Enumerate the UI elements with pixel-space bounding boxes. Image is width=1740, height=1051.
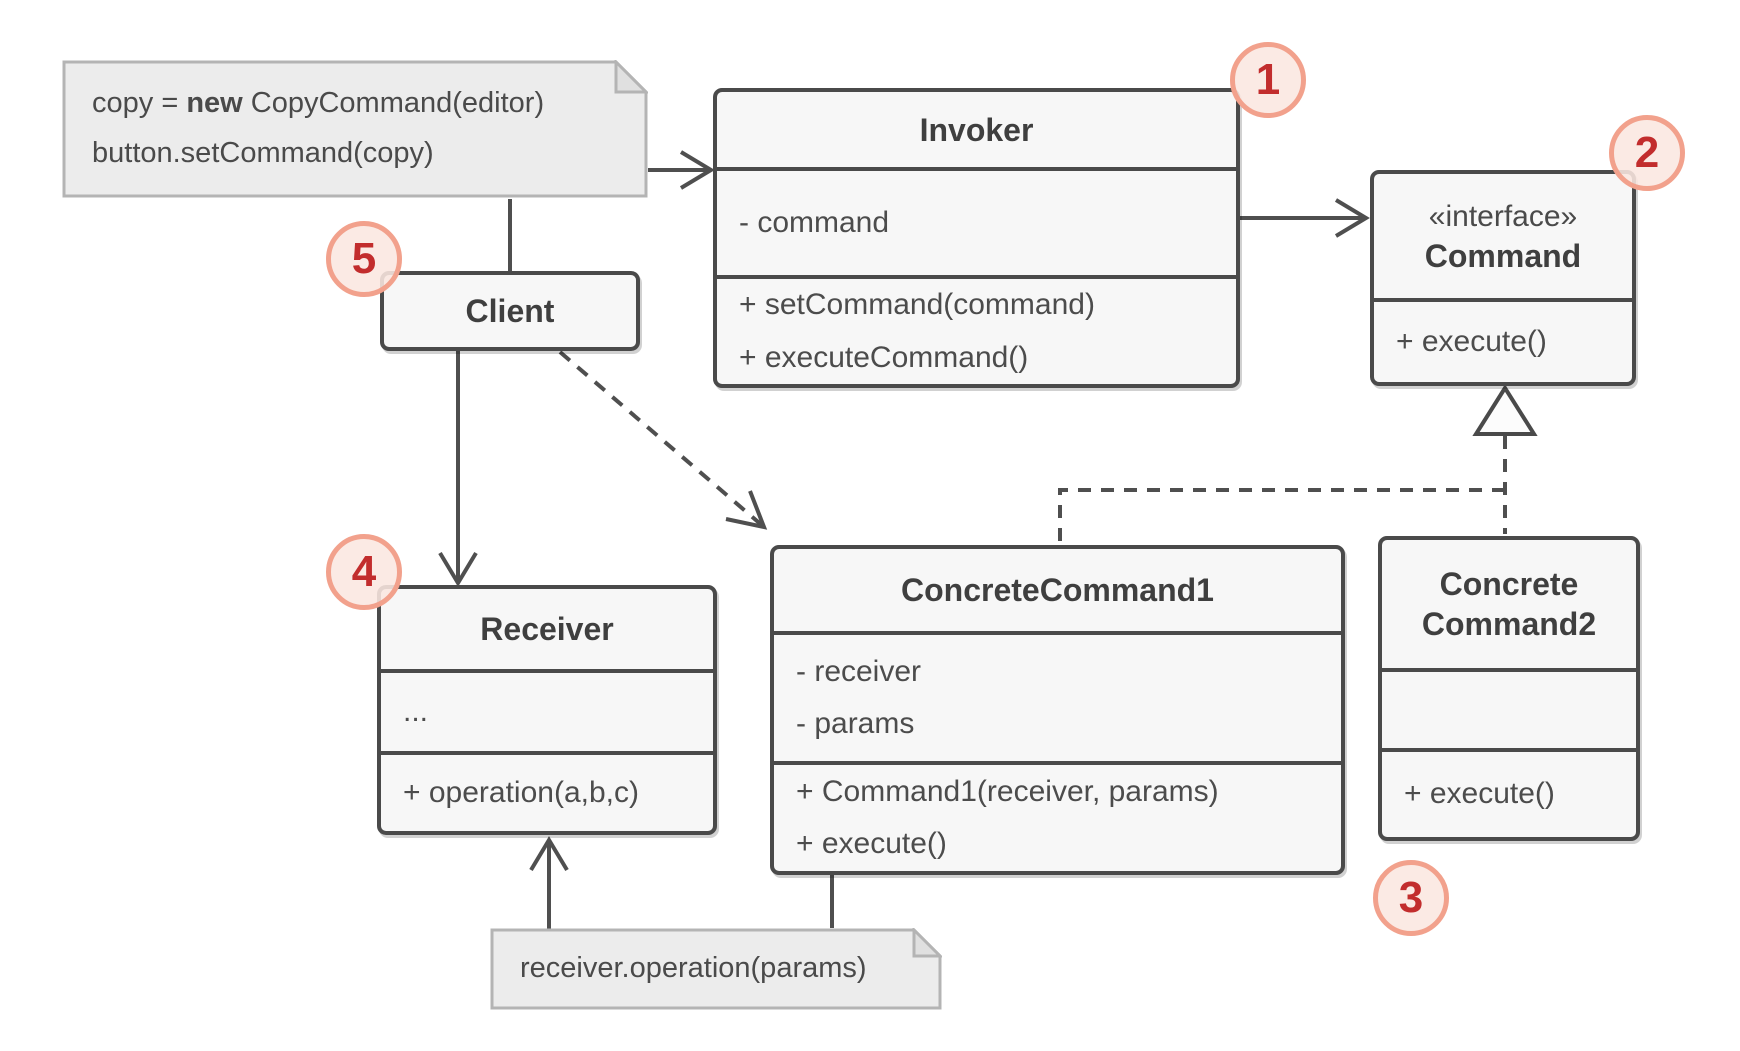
class-invoker-attributes: - command	[717, 167, 1236, 275]
badge-1: 1	[1230, 42, 1306, 118]
class-receiver-attributes: ...	[381, 669, 713, 751]
class-name: Command	[1424, 237, 1582, 274]
note-shape	[62, 60, 648, 198]
attribute-row: ...	[403, 694, 429, 728]
badge-3-label: 3	[1398, 873, 1424, 922]
class-concretecommand1-methods: + Command1(receiver, params) + execute()	[774, 761, 1341, 871]
class-receiver-methods: + operation(a,b,c)	[381, 751, 713, 831]
method-row: + execute()	[1404, 777, 1555, 811]
attribute-row: - command	[739, 205, 890, 239]
method-row: + setCommand(command)	[739, 288, 1095, 321]
class-name-line: Concrete	[1439, 566, 1579, 602]
class-command-title: «interface» Command	[1374, 174, 1632, 298]
class-concretecommand2-attributes	[1382, 668, 1636, 748]
class-concretecommand1-title: ConcreteCommand1	[774, 549, 1341, 631]
class-name: Client	[465, 293, 555, 329]
method-row: + operation(a,b,c)	[403, 775, 639, 809]
class-invoker-title: Invoker	[717, 92, 1236, 167]
class-concretecommand1-attributes: - receiver - params	[774, 631, 1341, 761]
class-concretecommand2-title: Concrete Command2	[1382, 540, 1636, 668]
badge-4: 4	[326, 534, 402, 610]
class-name: ConcreteCommand1	[901, 572, 1214, 608]
class-name: Invoker	[919, 111, 1034, 148]
note-line-2: button.setCommand(copy)	[92, 137, 434, 169]
badge-2: 2	[1609, 115, 1685, 191]
hollow-triangle-inheritance	[1472, 384, 1538, 436]
arrowhead-client-to-receiver	[438, 551, 478, 587]
class-name: Receiver	[480, 611, 614, 647]
arrowhead-client-to-concretecommand1	[725, 490, 768, 530]
badge-4-label: 4	[351, 547, 377, 596]
arrowhead-note2-to-receiver	[529, 836, 569, 872]
method-row: + Command1(receiver, params)	[796, 774, 1219, 808]
badge-2-label: 2	[1634, 128, 1660, 177]
class-name-line: Command2	[1421, 606, 1597, 642]
class-command: «interface» Command + execute()	[1370, 170, 1636, 386]
execute-body-note-text: receiver.operation(params)	[490, 928, 942, 1010]
note-shape	[490, 928, 942, 1010]
class-invoker: Invoker - command + setCommand(command) …	[713, 88, 1240, 388]
note-line-1: copy = new CopyCommand(editor)	[92, 87, 545, 120]
client-code-note-text: copy = new CopyCommand(editor) button.se…	[62, 60, 648, 198]
class-client: Client	[380, 271, 640, 351]
arrowhead-note-to-invoker	[679, 150, 715, 190]
class-invoker-methods: + setCommand(command) + executeCommand()	[717, 275, 1236, 384]
badge-5: 5	[326, 221, 402, 297]
note-line-1: receiver.operation(params)	[520, 952, 867, 985]
class-receiver-title: Receiver	[381, 589, 713, 669]
attribute-row: - receiver	[796, 654, 922, 688]
method-row: + execute()	[1396, 324, 1547, 358]
class-command-methods: + execute()	[1374, 298, 1632, 382]
class-client-title: Client	[384, 275, 636, 347]
client-code-note: copy = new CopyCommand(editor) button.se…	[62, 60, 648, 198]
class-concretecommand2-methods: + execute()	[1382, 748, 1636, 837]
attribute-row: - params	[796, 707, 915, 740]
stereotype: «interface»	[1428, 199, 1578, 233]
badge-3: 3	[1373, 860, 1449, 936]
execute-body-note: receiver.operation(params)	[490, 928, 942, 1010]
method-row: + execute()	[796, 827, 947, 860]
class-concretecommand2: Concrete Command2 + execute()	[1378, 536, 1640, 841]
class-receiver: Receiver ... + operation(a,b,c)	[377, 585, 717, 835]
class-concretecommand1: ConcreteCommand1 - receiver - params + C…	[770, 545, 1345, 875]
badge-5-label: 5	[351, 234, 377, 283]
badge-1-label: 1	[1255, 55, 1281, 104]
edge-realization-dashed	[1058, 436, 1507, 543]
arrowhead-invoker-to-command	[1334, 198, 1370, 238]
method-row: + executeCommand()	[739, 340, 1029, 374]
